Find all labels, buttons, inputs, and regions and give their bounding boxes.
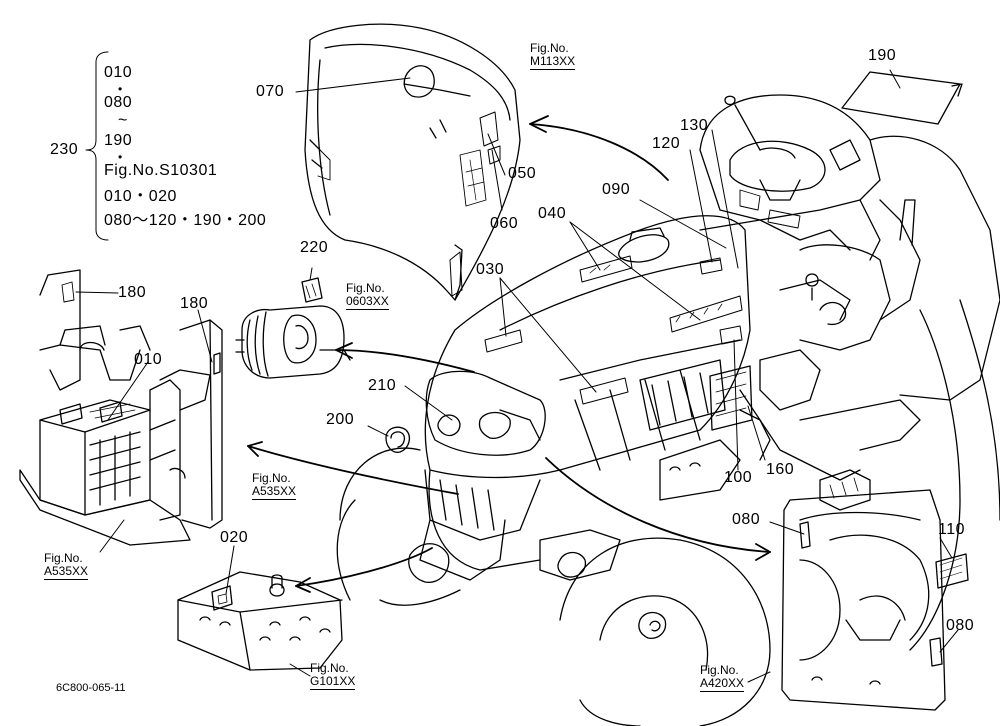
- kit-list-line-3: 080: [104, 94, 133, 111]
- hood-cover-drawing: [304, 23, 521, 301]
- callout-020: 020: [220, 529, 249, 546]
- bracket-020-drawing: [177, 571, 343, 671]
- figref-a420[interactable]: Fig.No. A420XX: [700, 663, 745, 692]
- figref-a420-prefix: Fig.No.: [700, 663, 739, 677]
- decal-200-drawing: [385, 426, 411, 453]
- callout-060: 060: [490, 215, 519, 232]
- callout-190: 190: [868, 47, 897, 64]
- figref-g101-code: G101XX: [310, 674, 356, 690]
- figref-0603-prefix: Fig.No.: [346, 281, 385, 295]
- figref-a535-right-code: A535XX: [252, 484, 297, 500]
- callout-030: 030: [476, 261, 505, 278]
- callout-220: 220: [300, 239, 329, 256]
- arrow-to-g101: [295, 547, 433, 587]
- figref-a535-left-prefix: Fig.No.: [44, 551, 83, 565]
- decal-190-drawing: [841, 71, 963, 125]
- callout-070: 070: [256, 83, 285, 100]
- callout-080-bottom: 080: [946, 617, 975, 634]
- figref-a535-right-prefix: Fig.No.: [252, 471, 291, 485]
- kit-list-line-8: 010・020: [104, 188, 177, 205]
- callout-050: 050: [508, 165, 537, 182]
- leader-lines: [75, 51, 959, 683]
- figref-a535-left-code: A535XX: [44, 564, 89, 580]
- step-plate-drawing: [659, 365, 771, 501]
- side-panel-drawing: [781, 489, 969, 711]
- callout-130: 130: [680, 117, 709, 134]
- kit-list-line-7: Fig.No.S10301: [104, 162, 218, 179]
- operator-station-drawing: [699, 94, 1000, 651]
- callout-080-top: 080: [732, 511, 761, 528]
- air-cleaner-drawing: [235, 277, 351, 379]
- figref-g101[interactable]: Fig.No. G101XX: [310, 661, 356, 690]
- kit-list-line-1: 010: [104, 64, 133, 81]
- callout-180-left: 180: [118, 284, 147, 301]
- callout-200: 200: [326, 411, 355, 428]
- callout-010-battery: 010: [134, 351, 163, 368]
- tractor-hood-drawing: [336, 215, 771, 726]
- figref-a535-right[interactable]: Fig.No. A535XX: [252, 471, 297, 500]
- battery-bracket-drawing: [19, 269, 223, 546]
- figref-0603[interactable]: Fig.No. 0603XX: [346, 282, 389, 310]
- kit-list-line-4: ~: [118, 112, 128, 129]
- figref-0603-code: 0603XX: [346, 294, 389, 310]
- arrow-to-0603: [335, 349, 475, 373]
- figref-m113[interactable]: Fig.No. M113XX: [530, 41, 576, 70]
- figref-a420-code: A420XX: [700, 676, 745, 692]
- figref-m113-prefix: Fig.No.: [530, 41, 569, 55]
- arrow-to-a420: [545, 457, 771, 553]
- diagram-id: 6C800-065-11: [56, 682, 126, 694]
- kit-list-line-9: 080～120・190・200: [104, 212, 267, 229]
- callout-090: 090: [602, 181, 631, 198]
- kit-list-line-6: •: [118, 150, 123, 164]
- figref-g101-prefix: Fig.No.: [310, 661, 349, 675]
- arrow-to-m113: [529, 123, 669, 181]
- callout-160: 160: [766, 461, 795, 478]
- figref-m113-code: M113XX: [530, 54, 576, 70]
- callout-040: 040: [538, 205, 567, 222]
- callout-180-right: 180: [180, 295, 209, 312]
- kit-list-line-2: •: [118, 82, 123, 96]
- callout-120: 120: [652, 135, 681, 152]
- figref-a535-left[interactable]: Fig.No. A535XX: [44, 551, 89, 580]
- callout-110: 110: [938, 521, 966, 538]
- callout-100: 100: [724, 469, 753, 486]
- reference-arrows: [247, 115, 771, 593]
- kit-list-line-5: 190: [104, 132, 133, 149]
- arrow-to-a535: [247, 445, 459, 495]
- callout-210: 210: [368, 377, 397, 394]
- label-230: 230: [50, 141, 79, 158]
